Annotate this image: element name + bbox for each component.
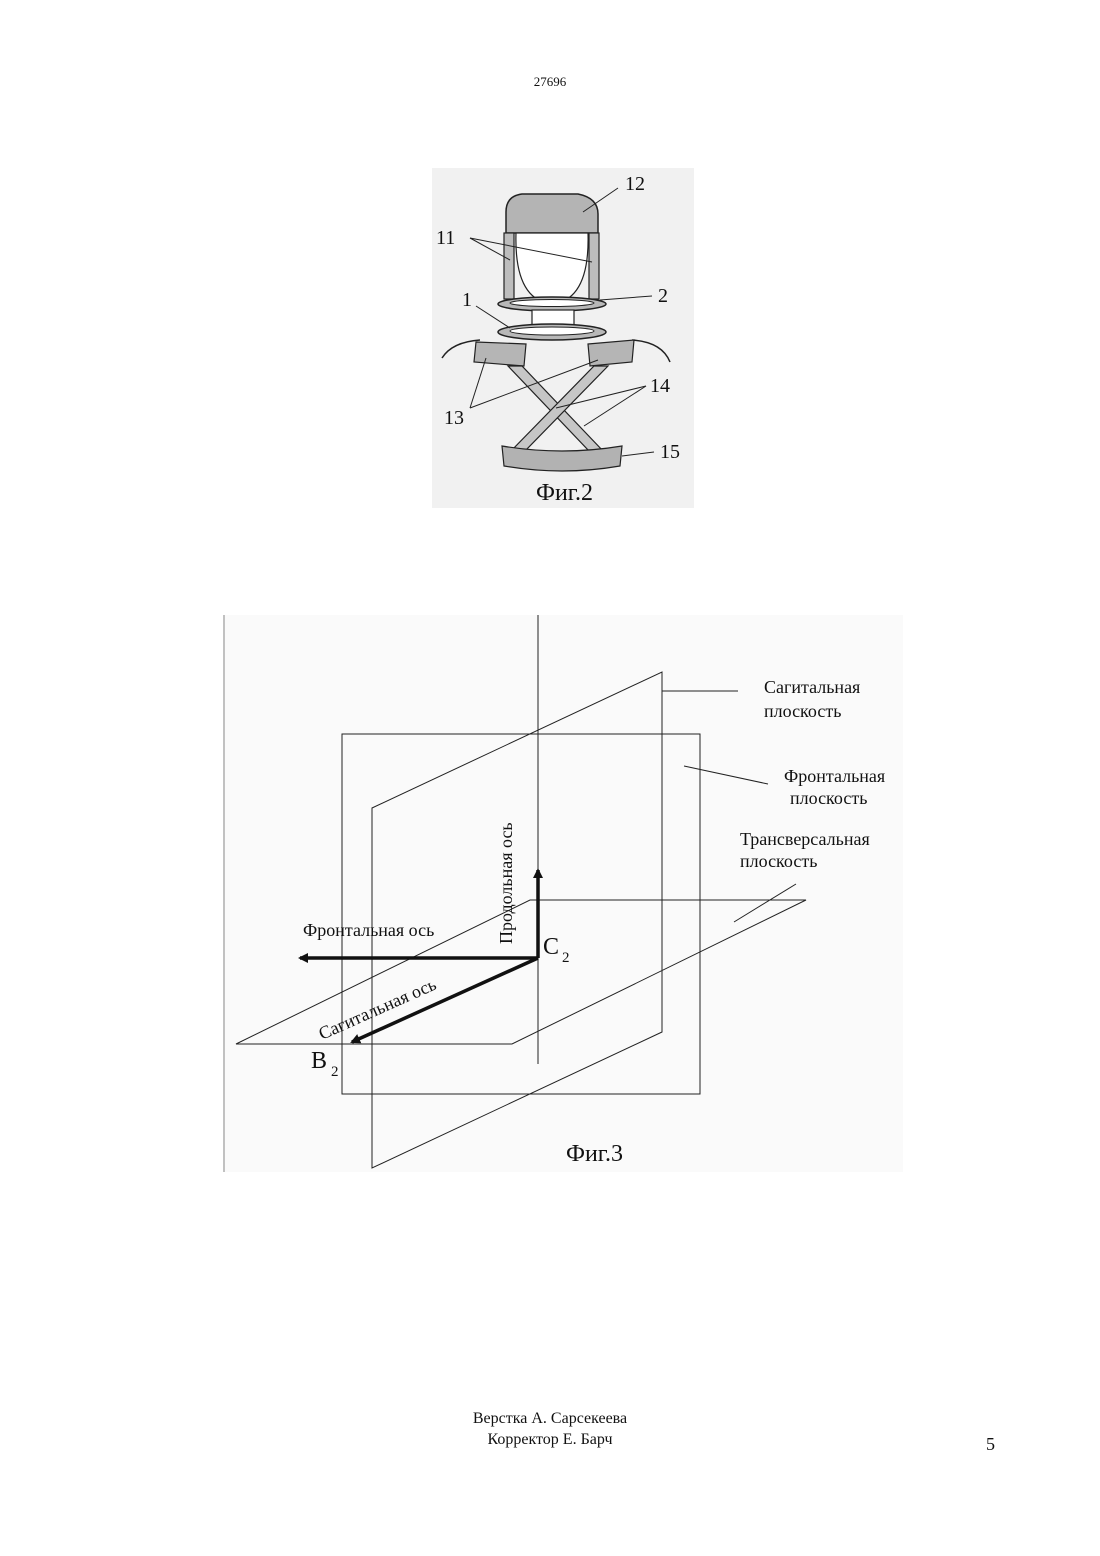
- point-b-label: B: [311, 1048, 327, 1074]
- frontal-plane-label-line2: плоскость: [790, 788, 867, 808]
- shoulder-pad-left: [474, 342, 526, 366]
- point-c-subscript: 2: [562, 950, 570, 966]
- label-1: 1: [462, 289, 472, 311]
- sagittal-plane-label-line1: Сагитальная: [764, 677, 860, 697]
- transverse-plane-label-line1: Трансверсальная: [740, 829, 870, 849]
- side-rod-right: [589, 233, 599, 299]
- sagittal-plane-label-line2: плоскость: [764, 701, 841, 721]
- figure-3: Сагитальная плоскость Фронтальная плоско…: [223, 615, 903, 1172]
- label-14: 14: [650, 375, 670, 397]
- transverse-plane-label-line2: плоскость: [740, 851, 817, 871]
- figure-2: 12 11 2 1 13 14 15 Фиг.2: [432, 168, 694, 508]
- label-13: 13: [444, 407, 464, 429]
- figure-2-caption: Фиг.2: [536, 480, 593, 506]
- helmet-dome: [506, 194, 598, 233]
- longitudinal-axis-label: Продольная ось: [496, 822, 516, 944]
- label-15: 15: [660, 441, 680, 463]
- label-12: 12: [625, 173, 645, 195]
- point-c-label: C: [543, 934, 559, 960]
- shoulder-pad-right: [588, 340, 634, 366]
- frontal-axis-label: Фронтальная ось: [303, 920, 434, 940]
- label-2: 2: [658, 285, 668, 307]
- corrector-credit: Корректор Е. Барч: [0, 1429, 1100, 1450]
- layout-credit: Верстка А. Сарсекеева: [0, 1408, 1100, 1429]
- frontal-plane-label-line1: Фронтальная: [784, 766, 885, 786]
- label-11: 11: [436, 227, 455, 249]
- credits-block: Верстка А. Сарсекеева Корректор Е. Барч: [0, 1408, 1100, 1450]
- side-rod-left: [504, 233, 514, 299]
- figure-3-background: [223, 615, 903, 1172]
- figure-3-caption: Фиг.3: [566, 1141, 623, 1167]
- point-b-subscript: 2: [331, 1064, 339, 1080]
- page-number: 5: [986, 1434, 995, 1455]
